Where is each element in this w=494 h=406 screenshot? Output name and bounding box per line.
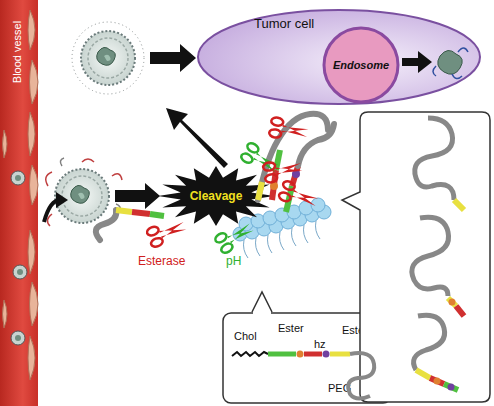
tumor-cell: Tumor cellEndosome: [196, 8, 482, 106]
node-text: Tumor cell: [254, 16, 314, 31]
node-text: Endosome: [322, 26, 400, 104]
enzyme-label: pH: [226, 254, 241, 268]
node-text: hz: [314, 338, 326, 350]
box-fill: [223, 313, 391, 403]
node-text: Blood vessel: [11, 2, 23, 102]
cleavage-burst: Cleavage: [158, 166, 274, 226]
linker-inset: CholEsterhzEsterPEG: [222, 312, 392, 404]
node-text: PEG: [328, 382, 351, 394]
ellipse-fill: [198, 10, 480, 104]
node-text: Chol: [234, 330, 257, 342]
burst-fill: [158, 166, 274, 226]
node-text: Cleavage: [158, 166, 274, 226]
node-text: Ester: [278, 322, 304, 334]
enzyme-label: Esterase: [138, 254, 185, 268]
endosome: Endosome: [322, 26, 400, 104]
band-fill: [0, 0, 38, 406]
blood-vessel: Blood vessel: [0, 0, 38, 406]
node-text: Ester: [342, 324, 368, 336]
